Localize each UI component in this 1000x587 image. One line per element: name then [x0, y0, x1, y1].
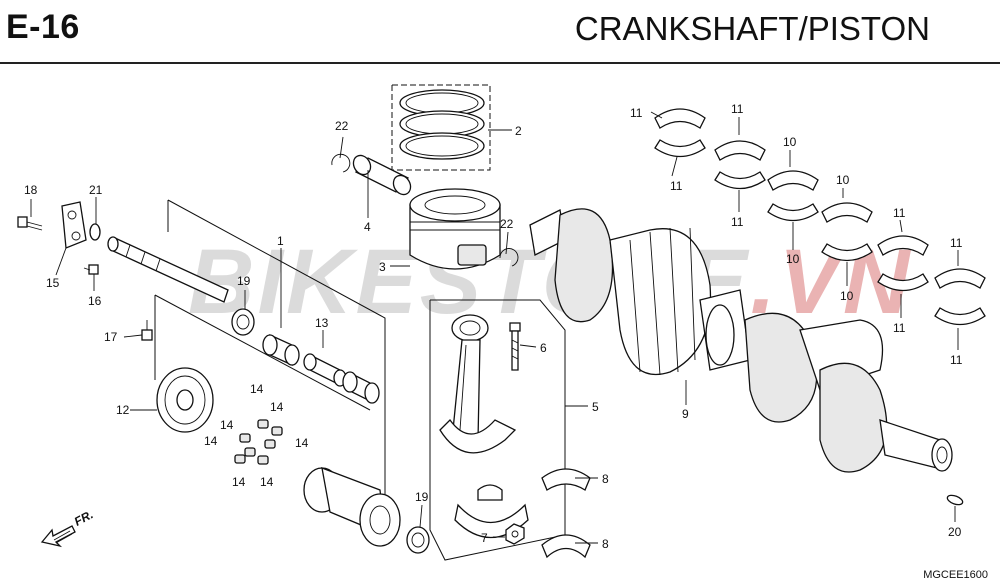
- rod-nut[interactable]: [505, 523, 525, 545]
- callout-20: 20: [948, 525, 962, 539]
- callout-14-d: 14: [204, 434, 218, 448]
- callout-18: 18: [24, 183, 38, 197]
- crankshaft[interactable]: [529, 208, 953, 473]
- callout-2: 2: [515, 124, 522, 138]
- needle-bearing-cap-lower[interactable]: [406, 526, 430, 554]
- main-bearing-4[interactable]: [821, 202, 873, 262]
- balancer-gear[interactable]: [156, 367, 214, 433]
- main-bearing-3[interactable]: [767, 170, 819, 222]
- main-bearing-5[interactable]: [877, 235, 929, 292]
- connecting-rod[interactable]: [439, 314, 517, 454]
- callout-8-lower: 8: [602, 537, 609, 551]
- page-title: CRANKSHAFT/PISTON: [574, 10, 930, 47]
- holder-bolt[interactable]: [17, 216, 43, 231]
- callout-19-upper: 19: [237, 274, 251, 288]
- callout-12: 12: [116, 403, 130, 417]
- callout-14-a: 14: [250, 382, 264, 396]
- front-direction-arrow-icon: [40, 525, 76, 548]
- balancer-shaft[interactable]: [107, 236, 229, 303]
- callout-17: 17: [104, 330, 118, 344]
- main-bearing-1[interactable]: [654, 108, 706, 158]
- collar[interactable]: [303, 353, 347, 387]
- exploded-parts-diagram: 2 22 4 3 22 6 5 7 8 8 9 11 11 11 11 10 1…: [17, 84, 986, 561]
- section-code: E-16: [6, 8, 80, 46]
- callout-22-right: 22: [500, 217, 514, 231]
- callout-7: 7: [481, 531, 488, 545]
- callout-11-f: 11: [893, 321, 906, 335]
- callout-11-b: 11: [670, 179, 683, 193]
- header-divider: [0, 62, 1000, 64]
- holder-bolt-small[interactable]: [83, 264, 99, 275]
- o-ring[interactable]: [89, 223, 101, 241]
- catalog-code: MGCEE1600: [923, 569, 988, 581]
- piston[interactable]: [409, 188, 501, 270]
- callout-3: 3: [379, 260, 386, 274]
- callout-5: 5: [592, 400, 599, 414]
- callout-14-f: 14: [232, 475, 246, 489]
- callout-4: 4: [364, 220, 371, 234]
- callout-14-e: 14: [295, 436, 309, 450]
- callout-14-g: 14: [260, 475, 274, 489]
- callout-14-c: 14: [220, 418, 234, 432]
- rod-bearing-upper[interactable]: [541, 468, 591, 491]
- callout-15: 15: [46, 276, 60, 290]
- callout-6: 6: [540, 341, 547, 355]
- callout-10-b: 10: [786, 252, 800, 266]
- gear-bolt[interactable]: [141, 320, 153, 341]
- callout-11-a: 11: [630, 106, 643, 120]
- piston-pin[interactable]: [350, 152, 414, 197]
- callout-11-e: 11: [893, 206, 906, 220]
- main-bearing-6[interactable]: [934, 268, 986, 326]
- callout-13: 13: [315, 316, 329, 330]
- callout-14-b: 14: [270, 400, 284, 414]
- callout-22-top: 22: [335, 119, 349, 133]
- callout-16: 16: [88, 294, 102, 308]
- piston-pin-clip-right[interactable]: [499, 248, 519, 267]
- callout-10-d: 10: [840, 289, 854, 303]
- callout-19-lower: 19: [415, 490, 429, 504]
- needle-bearing-cap-upper[interactable]: [231, 308, 255, 336]
- callout-11-c: 11: [731, 102, 744, 116]
- callout-21: 21: [89, 183, 103, 197]
- needle-bearing[interactable]: [262, 333, 300, 367]
- callout-8-upper: 8: [602, 472, 609, 486]
- piston-pin-clip-top[interactable]: [331, 153, 351, 173]
- leader-lines: [30, 111, 959, 544]
- balancer-weight[interactable]: [303, 466, 401, 547]
- needle-bearing-second[interactable]: [342, 371, 380, 404]
- damper-rubbers[interactable]: [234, 419, 283, 465]
- callout-11-d: 11: [731, 215, 744, 229]
- main-bearing-2[interactable]: [714, 140, 766, 190]
- crank-key[interactable]: [946, 494, 964, 507]
- callout-9: 9: [682, 407, 689, 421]
- rod-bolt[interactable]: [509, 322, 521, 371]
- callout-numbers: 2 22 4 3 22 6 5 7 8 8 9 11 11 11 11 10 1…: [24, 102, 963, 551]
- piston-ring-set[interactable]: [391, 84, 491, 171]
- callout-10-c: 10: [836, 173, 850, 187]
- callout-10-a: 10: [783, 135, 797, 149]
- rod-bearing-lower[interactable]: [541, 534, 591, 559]
- callout-11-h: 11: [950, 353, 963, 367]
- shaft-holder[interactable]: [61, 201, 87, 249]
- page-header: E-16 CRANKSHAFT/PISTON: [0, 0, 1000, 62]
- callout-1: 1: [277, 234, 284, 248]
- callout-11-g: 11: [950, 236, 963, 250]
